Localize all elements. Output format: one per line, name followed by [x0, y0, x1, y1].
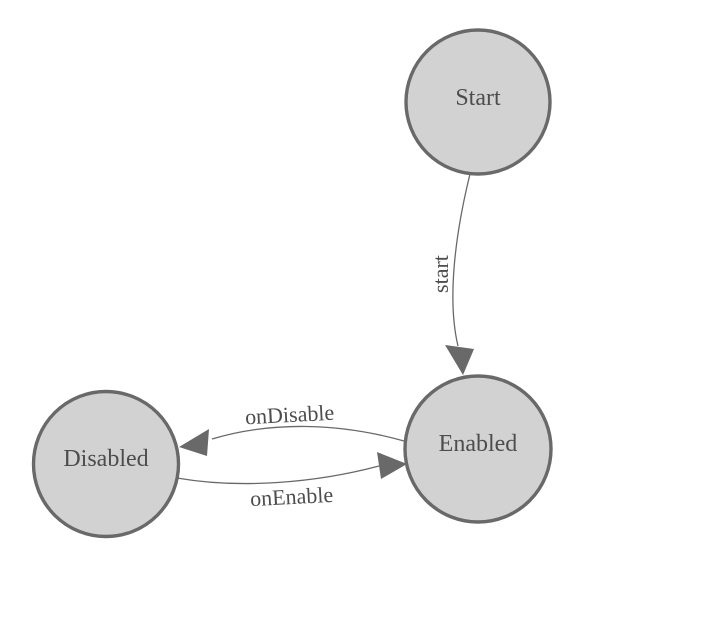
- edge-line-ondisable: [211, 425, 405, 442]
- node-circle-enabled: [403, 374, 553, 524]
- node-circle-start: [404, 28, 552, 176]
- edge-label-start: start: [428, 255, 453, 293]
- node-circle-disabled: [31, 389, 181, 539]
- edge-enabled-to-disabled: onDisable: [179, 400, 405, 456]
- edge-label-ondisable: onDisable: [244, 400, 334, 430]
- node-enabled: Enabled: [403, 374, 553, 524]
- edge-line-start: [452, 173, 471, 347]
- node-label-enabled: Enabled: [439, 431, 518, 457]
- node-label-disabled: Disabled: [63, 446, 148, 472]
- edge-label-onenable: onEnable: [249, 482, 333, 511]
- edge-disabled-to-enabled: onEnable: [176, 452, 407, 511]
- arrowhead-into-enabled-top: [445, 345, 474, 375]
- edge-start-to-enabled: start: [428, 173, 474, 375]
- arrowhead-into-enabled-left: [377, 452, 407, 479]
- arrowhead-into-disabled: [179, 429, 209, 456]
- edge-line-onenable: [176, 465, 380, 485]
- node-label-start: Start: [455, 85, 501, 111]
- node-start: Start: [404, 28, 552, 176]
- node-disabled: Disabled: [31, 389, 181, 539]
